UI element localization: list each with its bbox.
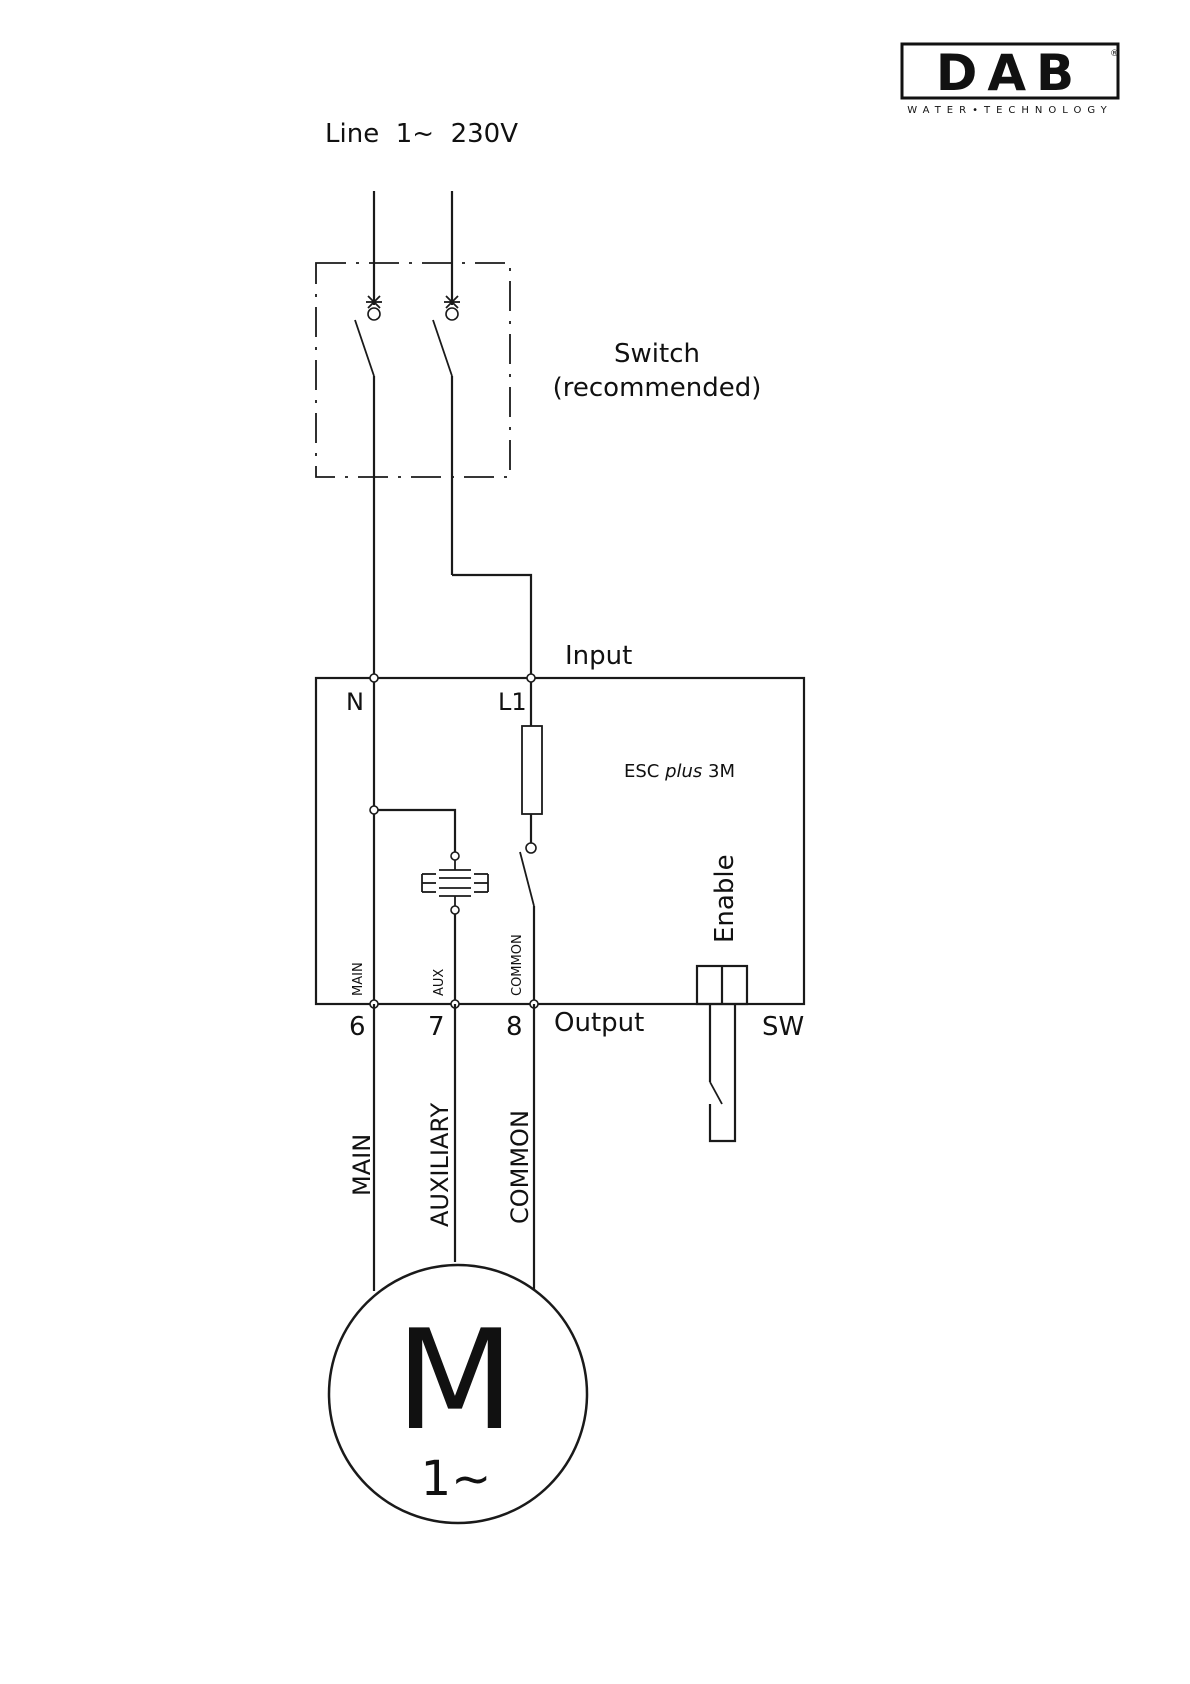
- enable-terminal: Enable: [697, 854, 747, 1141]
- logo-registered: ®: [1110, 49, 1119, 59]
- cable-label-auxiliary: AUXILIARY: [426, 1102, 454, 1227]
- motor-phase: 1~: [421, 1451, 492, 1507]
- switch-pole-1: [355, 296, 382, 680]
- switch-label-line1: Switch: [614, 339, 700, 369]
- terminal-l1: L1: [498, 688, 527, 716]
- logo-brand: DAB: [936, 44, 1084, 102]
- dab-logo: DAB ® WATER•TECHNOLOGY: [902, 44, 1119, 116]
- recommended-switch: [316, 263, 531, 680]
- terminal-6: 6: [349, 1012, 366, 1042]
- motor-cables: MAIN AUXILIARY COMMON: [348, 1004, 534, 1291]
- node-n: [370, 674, 378, 682]
- aux-branch-wire: [374, 810, 455, 852]
- controller-name-prefix: ESC: [624, 761, 665, 782]
- terminal-n: N: [346, 688, 364, 716]
- controller-name: ESC plus 3M: [624, 761, 735, 782]
- terminal-7: 7: [428, 1012, 445, 1042]
- cable-label-common: COMMON: [506, 1110, 534, 1224]
- terminal-8: 8: [506, 1012, 523, 1042]
- node-l1: [527, 674, 535, 682]
- enable-label: Enable: [710, 854, 740, 943]
- controller-frame: [316, 678, 804, 1004]
- controller-name-suffix: 3M: [702, 761, 735, 782]
- line-label: Line 1~ 230V: [325, 119, 518, 149]
- controller-box: Input Output ESC plus 3M N L1 6 7 8 SW: [316, 641, 804, 1141]
- switch-enclosure: [316, 263, 510, 477]
- terminal-sw: SW: [762, 1012, 804, 1042]
- input-label: Input: [565, 641, 632, 671]
- logo-tagline: WATER•TECHNOLOGY: [907, 105, 1112, 116]
- internal-label-common: COMMON: [510, 934, 525, 996]
- cable-label-main: MAIN: [348, 1134, 376, 1196]
- internal-label-main: MAIN: [351, 962, 366, 996]
- switch-pole-2: [433, 296, 531, 678]
- incoming-lines: [374, 191, 452, 305]
- aux-junction-node: [370, 806, 378, 814]
- motor-symbol: M 1~: [329, 1265, 587, 1523]
- output-label: Output: [554, 1008, 644, 1038]
- internal-label-aux: AUX: [432, 969, 447, 996]
- controller-name-italic: plus: [664, 761, 702, 782]
- switch-label-line2: (recommended): [553, 373, 762, 403]
- motor-letter: M: [395, 1300, 514, 1461]
